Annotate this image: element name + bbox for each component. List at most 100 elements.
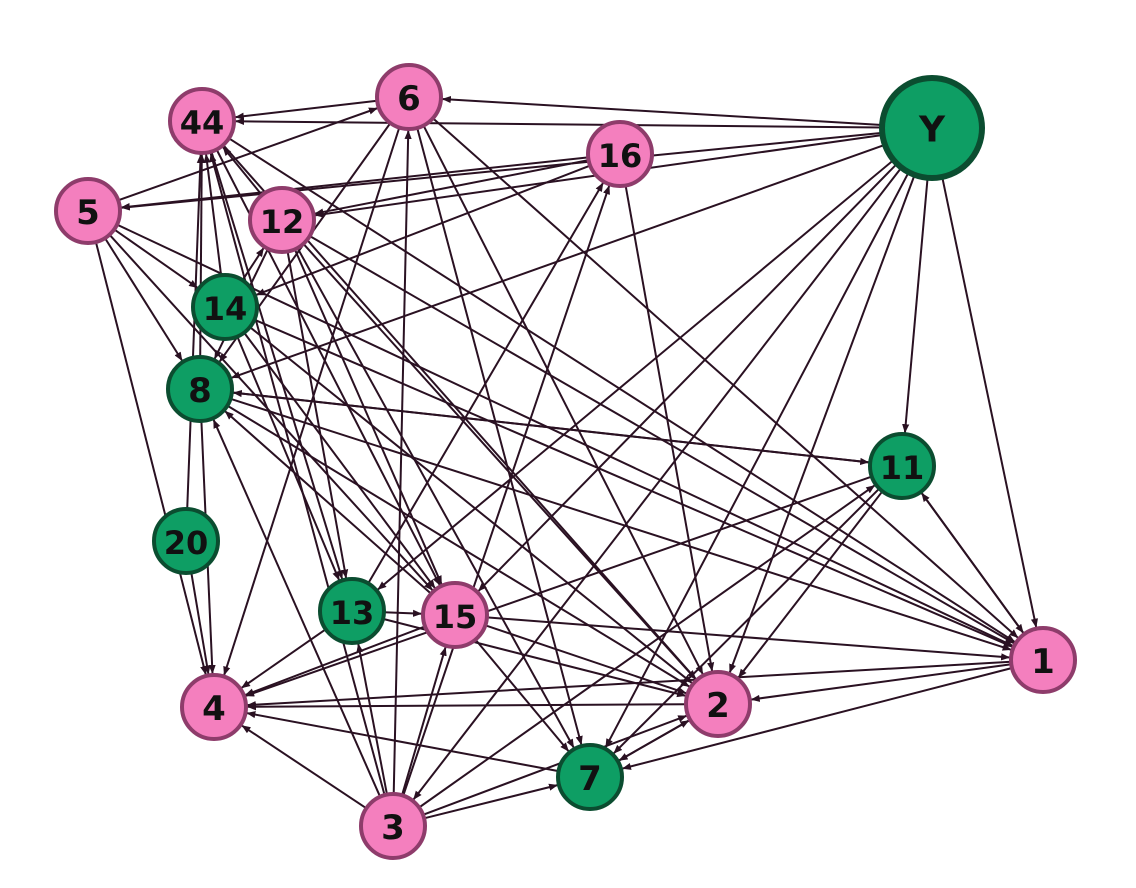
edge-8-to-2: [226, 404, 691, 688]
edge-44-to-13: [210, 151, 344, 580]
edge-20-to-44: [186, 153, 204, 510]
edge-Y-to-7: [604, 171, 910, 749]
node-label: 1: [1031, 642, 1055, 682]
edge-15-to-8: [224, 410, 432, 595]
node-13[interactable]: 13: [318, 577, 386, 645]
node-44[interactable]: 44: [168, 87, 236, 155]
node-label: 12: [260, 203, 305, 241]
node-label: 20: [164, 524, 209, 562]
edge-13-to-15: [383, 609, 423, 617]
node-circle: [152, 507, 220, 575]
edge-3-to-4: [240, 724, 367, 810]
node-circle: [54, 177, 122, 245]
node-14[interactable]: 14: [191, 273, 259, 341]
edge-Y-to-1: [941, 176, 1038, 628]
node-circle: [191, 273, 259, 341]
node-label: 13: [330, 594, 375, 632]
node-4[interactable]: 4: [180, 673, 248, 741]
edge-20-to-4: [190, 572, 211, 675]
node-label: 2: [706, 686, 730, 726]
node-3[interactable]: 3: [359, 792, 427, 860]
edge-1-to-7: [621, 667, 1013, 770]
edge-12-to-13: [286, 251, 349, 579]
edge-Y-to-13: [376, 159, 895, 591]
node-circle: [248, 186, 316, 254]
edge-12-to-44: [221, 146, 263, 196]
edge-16-to-2: [624, 185, 715, 672]
node-11[interactable]: 11: [868, 432, 936, 500]
edge-14-to-15: [243, 332, 437, 590]
edge-12-to-2: [302, 243, 697, 681]
edge-3-to-2: [422, 714, 688, 816]
edge-13-to-4: [240, 628, 327, 690]
node-label: 44: [180, 104, 225, 142]
edge-5-to-4: [94, 241, 208, 676]
edge-1-to-4: [246, 660, 1012, 709]
node-circle: [166, 355, 234, 423]
edge-11-to-8: [232, 390, 871, 464]
node-12[interactable]: 12: [248, 186, 316, 254]
edge-6-to-2: [422, 125, 704, 676]
edge-15-to-7: [474, 638, 570, 753]
node-6[interactable]: 6: [375, 63, 443, 131]
node-15[interactable]: 15: [421, 581, 489, 649]
edge-1-to-11: [920, 492, 1026, 635]
edge-Y-to-6: [441, 95, 883, 126]
node-circle: [868, 432, 936, 500]
edge-11-to-2: [737, 490, 884, 679]
edge-3-to-16: [402, 184, 611, 797]
edge-3-to-6: [392, 129, 412, 795]
edge-14-to-44: [203, 153, 223, 276]
node-circle: [684, 670, 752, 738]
node-label: Y: [918, 110, 946, 151]
edge-5-to-14: [113, 228, 199, 289]
edge-7-to-4: [246, 711, 559, 773]
node-2[interactable]: 2: [684, 670, 752, 738]
edge-Y-to-2: [728, 174, 916, 674]
node-circle: [359, 792, 427, 860]
edge-6-to-1: [432, 117, 1019, 639]
node-circle: [556, 743, 624, 811]
node-circle: [168, 87, 236, 155]
edge-5-to-6: [117, 107, 379, 202]
node-label: 8: [188, 371, 212, 411]
node-label: 6: [397, 79, 421, 119]
edge-6-to-44: [234, 99, 378, 120]
edge-14-to-13: [236, 336, 341, 581]
edge-11-to-4: [244, 475, 873, 698]
node-circle: [375, 63, 443, 131]
node-Y[interactable]: Y: [879, 75, 985, 181]
edge-3-to-11: [418, 484, 876, 809]
edge-6-to-7: [416, 127, 583, 746]
edge-14-to-2: [249, 326, 693, 685]
node-8[interactable]: 8: [166, 355, 234, 423]
edge-1-to-2: [750, 663, 1012, 702]
node-circle: [1009, 626, 1077, 694]
node-label: 5: [76, 193, 100, 233]
edge-12-to-7: [296, 247, 575, 749]
edge-Y-to-5: [120, 131, 883, 211]
edge-7-to-2: [617, 719, 690, 762]
edge-14-to-1: [254, 318, 1014, 648]
node-5[interactable]: 5: [54, 177, 122, 245]
node-20[interactable]: 20: [152, 507, 220, 575]
node-circle: [180, 673, 248, 741]
node-circle: [879, 75, 985, 181]
edge-Y-to-11: [902, 177, 929, 434]
node-circle: [318, 577, 386, 645]
edge-5-to-8: [104, 237, 184, 362]
node-16[interactable]: 16: [586, 120, 654, 188]
node-1[interactable]: 1: [1009, 626, 1077, 694]
edge-Y-to-44: [234, 117, 883, 129]
node-label: 16: [598, 137, 643, 175]
node-circle: [421, 581, 489, 649]
edge-12-to-15: [293, 248, 443, 586]
edge-16-to-12: [314, 159, 589, 216]
node-label: 11: [880, 449, 925, 487]
node-7[interactable]: 7: [556, 743, 624, 811]
edge-15-to-1: [486, 616, 1011, 661]
node-label: 4: [202, 689, 226, 729]
edge-2-to-4: [246, 703, 687, 711]
edge-3-to-15: [401, 646, 447, 796]
